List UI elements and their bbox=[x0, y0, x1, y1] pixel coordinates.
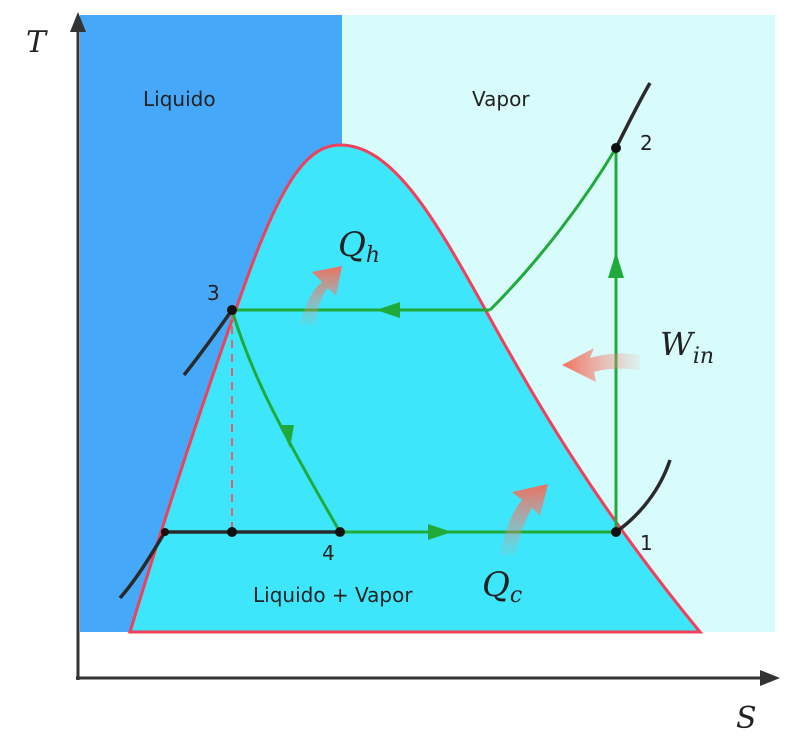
point-2-label: 2 bbox=[640, 131, 653, 155]
y-axis-arrow-icon bbox=[70, 12, 86, 32]
flow-arrows bbox=[280, 252, 624, 540]
point-3-label: 3 bbox=[207, 281, 220, 305]
saturation-dome bbox=[127, 143, 704, 634]
heat-in-arrow-icon bbox=[500, 484, 548, 555]
isobar-extensions bbox=[118, 82, 672, 600]
x-axis-label: S bbox=[736, 701, 757, 736]
qc-label: Qc bbox=[482, 565, 522, 608]
point-1-label: 1 bbox=[640, 531, 653, 555]
heat-out-arrow-icon bbox=[300, 266, 342, 325]
win-label: Win bbox=[660, 325, 714, 369]
cycle-lines bbox=[230, 147, 618, 534]
qh-label: Qh bbox=[338, 225, 380, 268]
axes bbox=[76, 22, 768, 680]
liquid-label: Liquido bbox=[143, 87, 216, 111]
arrow-left-icon bbox=[376, 302, 400, 318]
point-4-label: 4 bbox=[322, 541, 335, 565]
state-points bbox=[161, 143, 621, 537]
arrow-right-icon bbox=[428, 524, 452, 540]
work-in-arrow-icon bbox=[562, 348, 640, 382]
vapor-label: Vapor bbox=[472, 87, 530, 111]
arrow-down-icon bbox=[280, 425, 294, 448]
y-axis-label: T bbox=[26, 25, 48, 60]
arrow-up-icon bbox=[608, 252, 624, 278]
x-axis-arrow-icon bbox=[760, 670, 780, 686]
mixture-label: Liquido + Vapor bbox=[253, 583, 413, 607]
